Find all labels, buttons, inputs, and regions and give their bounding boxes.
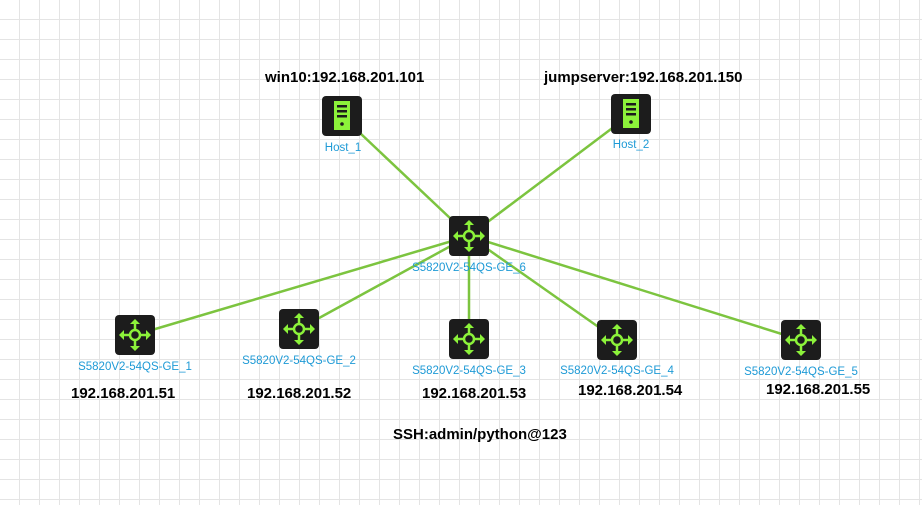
node-label: S5820V2-54QS-GE_3: [412, 365, 526, 377]
node-host2[interactable]: Host_2: [611, 94, 651, 151]
node-label: Host_1: [325, 142, 361, 154]
node-host1[interactable]: Host_1: [322, 96, 362, 154]
node-label: S5820V2-54QS-GE_1: [78, 361, 192, 373]
node-label: S5820V2-54QS-GE_6: [412, 262, 526, 274]
link-core-sw1: [134, 234, 470, 337]
node-label: S5820V2-54QS-GE_2: [242, 355, 356, 367]
node-sw3[interactable]: S5820V2-54QS-GE_3: [412, 319, 526, 377]
node-label: S5820V2-54QS-GE_4: [560, 365, 674, 377]
sw5-ip-note: 192.168.201.55: [766, 381, 871, 398]
node-label: Host_2: [613, 139, 649, 151]
link-host1-core: [341, 115, 470, 237]
host1-ip-note: win10:192.168.201.101: [265, 69, 425, 86]
links: [134, 113, 802, 342]
sw1-ip-note: 192.168.201.51: [71, 385, 176, 402]
sw3-ip-note: 192.168.201.53: [422, 385, 527, 402]
link-core-sw2: [298, 234, 470, 331]
switch-icon: [279, 309, 319, 349]
switch-icon: [449, 216, 489, 256]
server-icon: [322, 96, 362, 136]
node-label: S5820V2-54QS-GE_5: [744, 366, 858, 378]
switch-icon: [115, 315, 155, 355]
switch-icon: [781, 320, 821, 360]
link-core-sw5: [468, 234, 802, 342]
node-sw1[interactable]: S5820V2-54QS-GE_1: [78, 315, 192, 373]
node-sw2[interactable]: S5820V2-54QS-GE_2: [242, 309, 356, 367]
switch-icon: [597, 320, 637, 360]
link-core-sw4: [468, 234, 618, 342]
node-core[interactable]: S5820V2-54QS-GE_6: [412, 216, 526, 274]
switch-icon: [449, 319, 489, 359]
sw2-ip-note: 192.168.201.52: [247, 385, 352, 402]
link-host2-core: [468, 113, 632, 237]
ssh-credentials-note: SSH:admin/python@123: [393, 426, 567, 443]
node-sw5[interactable]: S5820V2-54QS-GE_5: [744, 320, 858, 378]
node-sw4[interactable]: S5820V2-54QS-GE_4: [560, 320, 674, 377]
sw4-ip-note: 192.168.201.54: [578, 382, 683, 399]
host2-ip-note: jumpserver:192.168.201.150: [544, 69, 743, 86]
server-icon: [611, 94, 651, 134]
